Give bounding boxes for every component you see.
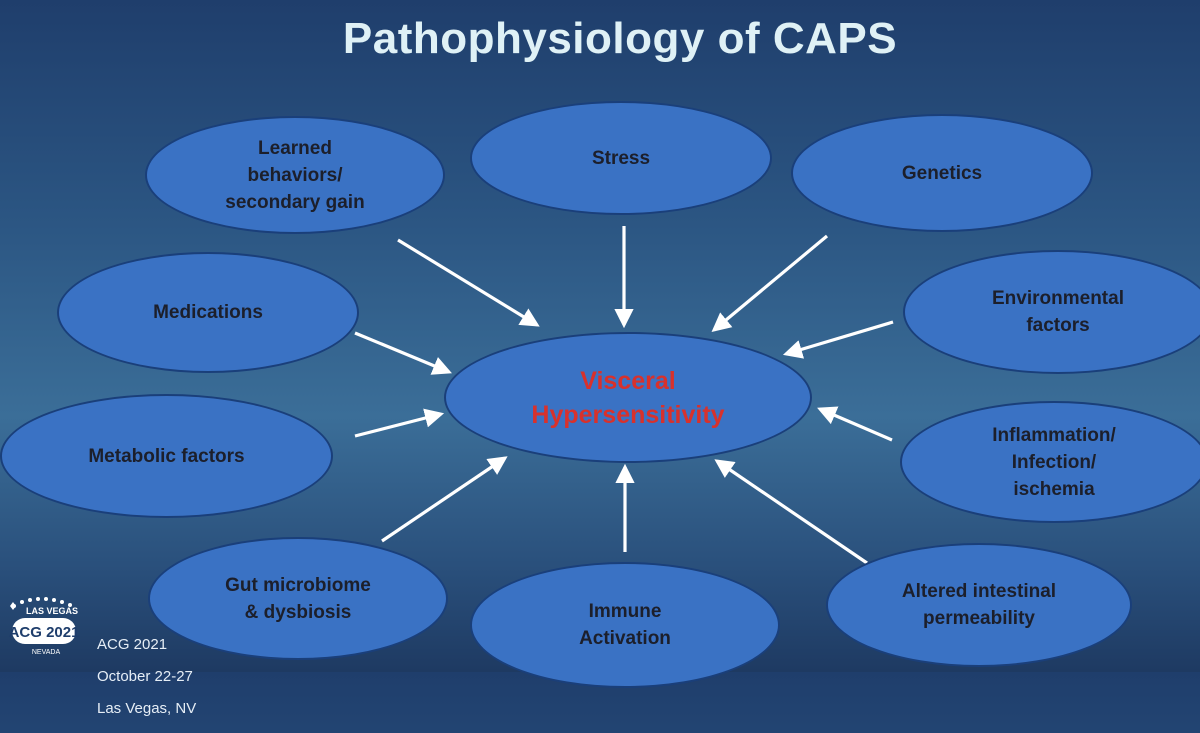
factor-metabolic: Metabolic factors — [0, 394, 333, 518]
factor-label: Altered intestinal permeability — [901, 581, 1057, 629]
arrow-genetics — [711, 234, 829, 333]
logo-sub-text: NEVADA — [32, 649, 61, 656]
footer-event-info: ACG 2021 October 22-27 Las Vegas, NV — [97, 621, 196, 733]
arrow-permeability — [714, 459, 868, 565]
factor-label: Learned behaviors/ secondary gain — [225, 137, 365, 213]
factor-intestinal-permeability: Altered intestinal permeability — [826, 543, 1132, 667]
logo-acg-text: ACG 2021 — [9, 624, 80, 641]
factor-label: Medications — [153, 302, 263, 323]
slide-title: Pathophysiology of CAPS — [342, 14, 898, 63]
arrow-gut — [381, 456, 508, 543]
center-label: Visceral Hypersensitivity — [531, 366, 725, 429]
factor-label: Immune Activation — [579, 601, 671, 649]
factor-label: Genetics — [901, 162, 983, 184]
footer-event: ACG 2021 — [97, 636, 168, 653]
factor-gut-microbiome: Gut microbiome & dysbiosis — [148, 537, 448, 660]
factor-label: Environmental factors — [992, 288, 1124, 336]
factor-label: Metabolic factors — [88, 445, 245, 467]
factor-medications: Medications — [57, 252, 359, 373]
factor-genetics: Genetics — [791, 114, 1093, 232]
arrow-inflammation — [817, 406, 893, 442]
arrow-learned — [397, 238, 540, 327]
center-visceral-hypersensitivity: Visceral Hypersensitivity — [444, 332, 812, 463]
factor-immune-activation: Immune Activation — [470, 562, 780, 688]
footer-dates: October 22-27 — [97, 668, 193, 685]
acg-2021-logo: LAS VEGAS ACG 2021 NEVADA — [9, 597, 80, 656]
factor-environmental: Environmental factors — [903, 250, 1200, 374]
factor-label: Gut microbiome & dysbiosis — [225, 574, 371, 623]
arrow-environmental — [782, 320, 894, 359]
factor-label: Stress — [591, 147, 651, 169]
arrow-medications — [354, 331, 452, 375]
arrows-layer — [354, 234, 894, 565]
logo-arc-text: LAS VEGAS — [26, 606, 78, 616]
footer-location: Las Vegas, NV — [97, 700, 197, 717]
factor-inflammation: Inflammation/ Infection/ ischemia — [900, 401, 1200, 523]
factor-learned-behaviors: Learned behaviors/ secondary gain — [145, 116, 445, 234]
factor-label: Inflammation/ Infection/ ischemia — [992, 424, 1116, 500]
factor-stress: Stress — [470, 101, 772, 215]
arrow-metabolic — [354, 408, 445, 438]
